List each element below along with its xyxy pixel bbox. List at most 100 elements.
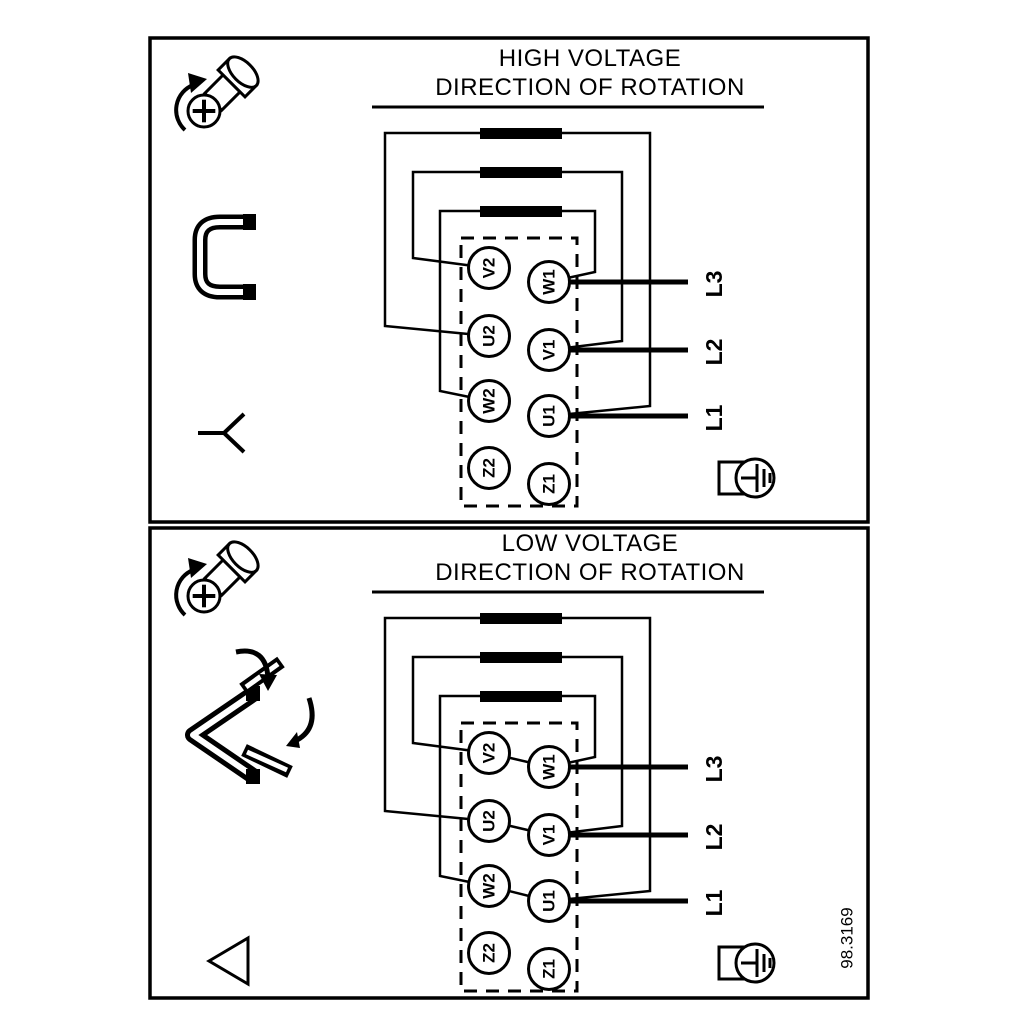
delta-links-icon bbox=[185, 648, 315, 784]
supply-label-l1: L1 bbox=[701, 404, 727, 431]
ground-clamp bbox=[717, 460, 745, 496]
supply-label-l3: L3 bbox=[701, 756, 727, 783]
terminal-label: V2 bbox=[480, 258, 499, 279]
move-arrowhead bbox=[259, 674, 277, 691]
screw-body bbox=[186, 55, 260, 129]
terminal-v1 bbox=[527, 328, 571, 372]
star-arm bbox=[222, 431, 246, 454]
ground-clamp bbox=[717, 945, 745, 981]
supply-label-l1: L1 bbox=[701, 889, 727, 916]
panel-border bbox=[148, 526, 870, 1000]
jumper-bar bbox=[480, 167, 562, 178]
rotation-arrowhead bbox=[188, 558, 207, 578]
panel-title: LOW VOLTAGE bbox=[502, 530, 679, 557]
winding-wire-u bbox=[383, 131, 490, 338]
winding-wire-w bbox=[548, 209, 597, 284]
terminal-label: V1 bbox=[540, 340, 559, 361]
terminal-u1 bbox=[527, 879, 571, 923]
figure-number: 98.3169 bbox=[838, 907, 857, 968]
link-vee-inner bbox=[190, 691, 255, 779]
bracket-end-cap bbox=[243, 284, 256, 300]
panel-subtitle: DIRECTION OF ROTATION bbox=[435, 559, 745, 586]
winding-wire-w bbox=[438, 209, 490, 403]
winding-wire-v bbox=[548, 655, 624, 837]
terminal-label: W1 bbox=[540, 269, 559, 295]
winding-wire-u bbox=[548, 131, 652, 418]
terminal-u2 bbox=[467, 314, 511, 358]
supply-label-l2: L2 bbox=[701, 824, 727, 851]
terminal-block: V2 U2 W2 Z2 W1 V1 U1 Z1 bbox=[383, 128, 688, 508]
terminal-w1 bbox=[527, 745, 571, 789]
screw-rotation-icon bbox=[174, 55, 260, 132]
rotation-arrow-arc bbox=[174, 83, 194, 132]
link-bracket-icon bbox=[192, 214, 256, 300]
screw-rotation-icon bbox=[174, 540, 260, 617]
terminal-w2 bbox=[467, 864, 511, 908]
winding-wire-u bbox=[383, 616, 490, 823]
terminal-board-outline bbox=[459, 236, 579, 508]
star-arm bbox=[222, 412, 246, 435]
terminal-label: Z2 bbox=[480, 458, 499, 478]
terminal-label: U1 bbox=[540, 405, 559, 427]
screw-head-cap bbox=[226, 55, 260, 89]
screw-body bbox=[186, 540, 260, 614]
terminal-board-outline bbox=[459, 721, 579, 993]
terminal-z2 bbox=[467, 931, 511, 975]
terminal-u1 bbox=[527, 394, 571, 438]
high-voltage-panel: HIGH VOLTAGE DIRECTION OF ROTATION bbox=[148, 36, 870, 524]
terminal-label: V2 bbox=[480, 743, 499, 764]
bracket-outer bbox=[192, 214, 252, 300]
winding-wire-w bbox=[438, 694, 490, 888]
terminal-label: Z1 bbox=[540, 959, 559, 979]
terminal-w2 bbox=[467, 379, 511, 423]
low-voltage-panel: LOW VOLTAGE DIRECTION OF ROTATION bbox=[148, 526, 870, 1000]
panel-subtitle: DIRECTION OF ROTATION bbox=[435, 74, 745, 101]
ground-icon bbox=[717, 457, 776, 499]
terminal-w1 bbox=[527, 260, 571, 304]
loose-link-inner bbox=[245, 749, 289, 773]
link-end-cap bbox=[246, 769, 260, 784]
jumper-bar bbox=[480, 206, 562, 217]
link-vee-outer bbox=[185, 687, 258, 783]
terminal-z1 bbox=[527, 947, 571, 991]
winding-wire-w bbox=[548, 694, 597, 769]
terminal-v1 bbox=[527, 813, 571, 857]
terminal-z1 bbox=[527, 462, 571, 506]
winding-wire-v bbox=[411, 170, 490, 270]
terminal-label: Z1 bbox=[540, 474, 559, 494]
winding-wire-u bbox=[548, 616, 652, 903]
terminal-v2 bbox=[467, 246, 511, 290]
star-symbol-icon bbox=[198, 412, 246, 454]
jumper-bar bbox=[480, 652, 562, 663]
winding-wire-v bbox=[548, 170, 624, 352]
terminal-label: U2 bbox=[480, 325, 499, 347]
supply-label-l3: L3 bbox=[701, 271, 727, 298]
terminal-label: W1 bbox=[540, 754, 559, 780]
move-arrowhead bbox=[286, 732, 300, 748]
terminal-block: V2 U2 W2 Z2 W1 V1 U1 Z1 bbox=[383, 613, 688, 993]
supply-label-l2: L2 bbox=[701, 339, 727, 366]
rotation-arrow-arc bbox=[174, 568, 194, 617]
jumper-bar bbox=[480, 128, 562, 139]
terminal-label: U1 bbox=[540, 890, 559, 912]
phillips-cross bbox=[202, 584, 206, 608]
screw-head-cap bbox=[226, 540, 260, 574]
terminal-label: Z2 bbox=[480, 943, 499, 963]
move-arrow-arc bbox=[235, 648, 271, 679]
terminal-label: W2 bbox=[480, 873, 499, 899]
terminal-label: V1 bbox=[540, 825, 559, 846]
terminal-v2 bbox=[467, 731, 511, 775]
jumper-bar bbox=[480, 613, 562, 624]
winding-wire-v bbox=[411, 655, 490, 755]
panel-title: HIGH VOLTAGE bbox=[499, 45, 681, 72]
rotation-arrowhead bbox=[188, 73, 207, 93]
jumper-bar bbox=[480, 691, 562, 702]
terminal-z2 bbox=[467, 446, 511, 490]
move-arrow-arc bbox=[295, 697, 315, 743]
panel-border bbox=[148, 36, 870, 524]
phillips-cross bbox=[202, 99, 206, 123]
ground-icon bbox=[717, 942, 776, 984]
terminal-label: U2 bbox=[480, 810, 499, 832]
bracket-end-cap bbox=[243, 214, 256, 230]
